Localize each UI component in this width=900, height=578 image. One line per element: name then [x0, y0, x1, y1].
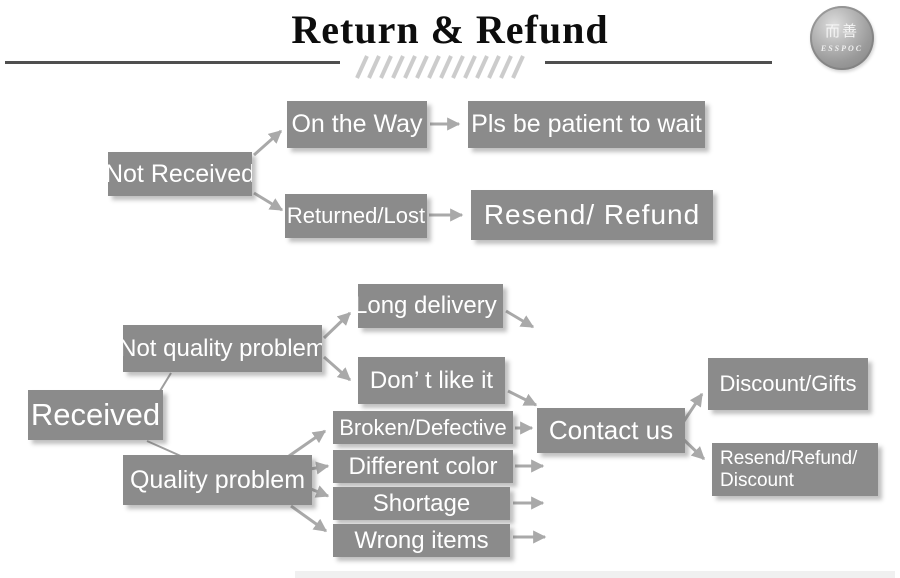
divider-line-right — [545, 61, 772, 64]
node-long-delivery: Long delivery — [358, 284, 503, 328]
node-different-color: Different color — [333, 450, 513, 483]
node-dont-like-it: Don’ t like it — [358, 357, 505, 404]
node-resend-refund-discount: Resend/Refund/ Discount — [712, 443, 878, 496]
node-resend-refund-discount-line1: Resend/Refund/ — [720, 447, 858, 469]
node-quality-problem: Quality problem — [123, 455, 312, 505]
divider-line-left — [5, 61, 340, 64]
node-resend-refund-discount-line2: Discount — [720, 469, 794, 491]
node-returned-lost: Returned/Lost — [285, 194, 427, 238]
node-resend-refund: Resend/ Refund — [471, 190, 713, 240]
node-pls-be-patient: Pls be patient to wait — [468, 101, 705, 148]
bottom-edge-shadow — [295, 571, 895, 578]
node-discount-gifts: Discount/Gifts — [708, 358, 868, 410]
node-not-quality-problem: Not quality problem — [123, 325, 322, 372]
node-long-delivery-label: Long delivery — [358, 292, 497, 319]
brand-logo-text: ESSPOC — [820, 43, 864, 53]
node-contact-us: Contact us — [537, 408, 685, 453]
page-title: Return & Refund — [291, 7, 609, 52]
brand-logo-chinese: 而善 — [824, 23, 859, 40]
node-broken-defective: Broken/Defective — [333, 411, 513, 444]
node-not-received: Not Received — [108, 152, 252, 196]
node-received: Received — [28, 390, 163, 440]
hatch-decoration — [355, 55, 525, 79]
brand-logo: 而善 ESSPOC — [810, 6, 874, 70]
node-wrong-items: Wrong items — [333, 524, 510, 557]
node-shortage: Shortage — [333, 487, 510, 520]
node-on-the-way: On the Way — [287, 101, 427, 148]
